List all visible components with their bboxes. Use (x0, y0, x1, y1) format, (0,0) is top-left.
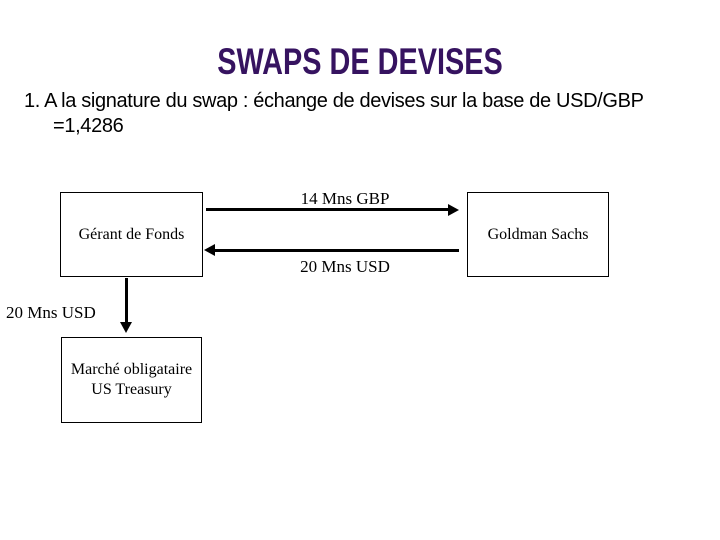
gbp-flow-label: 14 Mns GBP (300, 189, 390, 208)
slide-title: SWAPS DE DEVISES (217, 41, 503, 82)
arrowhead-right-icon (448, 204, 459, 216)
gbp-flow-arrow-line (206, 208, 449, 211)
usd-invest-arrow-line (125, 278, 128, 323)
box-bond-market-label-line2: US Treasury (91, 381, 172, 398)
box-bond-market-label-line1: Marché obligataire (70, 361, 193, 378)
body-text: 1. A la signature du swap : échange de d… (24, 89, 644, 139)
box-fund-manager: Gérant de Fonds (60, 192, 203, 277)
usd-return-arrow-line (213, 249, 459, 252)
arrowhead-left-icon (204, 244, 215, 256)
usd-invest-flow-label: 20 Mns USD (6, 303, 96, 322)
box-goldman-sachs: Goldman Sachs (467, 192, 609, 277)
usd-return-flow-label: 20 Mns USD (300, 257, 390, 276)
box-goldman-sachs-label: Goldman Sachs (487, 225, 589, 243)
box-bond-market: Marché obligataire US Treasury (61, 337, 202, 423)
box-fund-manager-label: Gérant de Fonds (78, 225, 185, 243)
body-line-2: =1,4286 (53, 115, 124, 137)
arrowhead-down-icon (120, 322, 132, 333)
body-line-1: 1. A la signature du swap : échange de d… (24, 90, 644, 112)
